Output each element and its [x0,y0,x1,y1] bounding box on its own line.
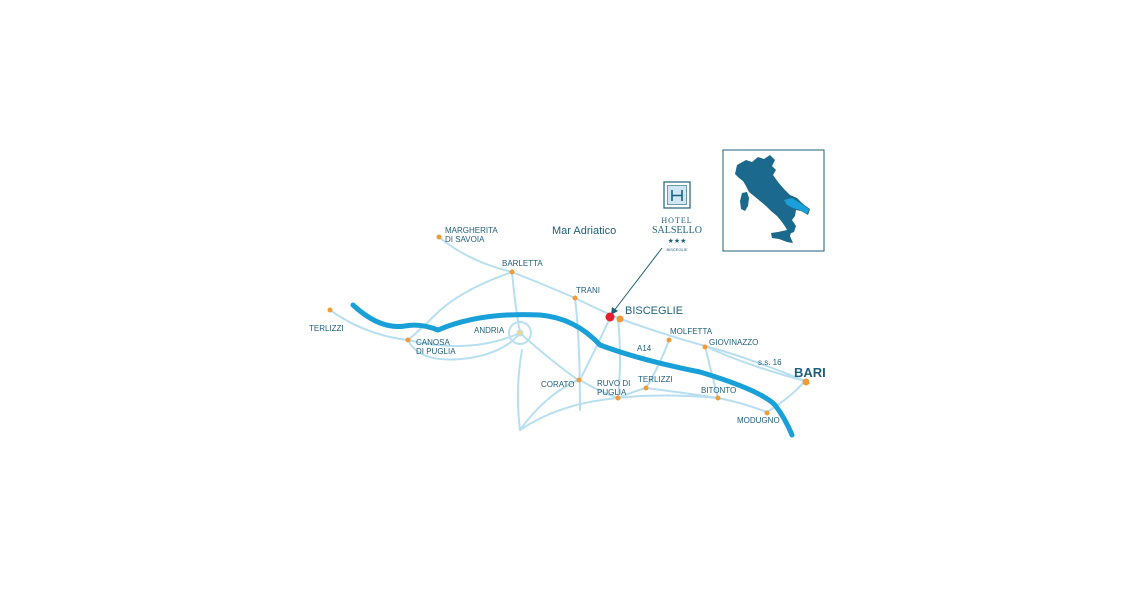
road-andria-ring [507,321,532,345]
dot-corato [576,377,582,383]
hotel-h-logo-icon [663,181,691,209]
road-bari-modugno [766,380,806,413]
road-andria-corato [519,332,579,381]
road-modugno-bitonto [717,397,768,413]
label-bitonto: BITONTO [701,386,736,395]
dot-bisceglie [616,315,624,323]
label-margherita-2: DI SAVOIA [445,235,485,244]
road-barletta-andria [511,271,521,334]
road-corato-ruvo [579,379,619,399]
label-trani: TRANI [576,286,600,295]
label-terlizzi: TERLIZZI [638,375,673,384]
dot-barletta [509,269,515,275]
label-canosa-2: DI PUGLIA [416,347,456,356]
road-terlizzi-bitonto [645,387,719,399]
hotel-tagline: BISCEGLIE [666,247,687,252]
dot-molfetta [666,337,672,343]
label-corato: CORATO [541,380,574,389]
road-south-loop [516,349,523,431]
hotel-name-line2: SALSELLO [652,225,702,236]
dot-giovinazzo [702,344,708,350]
arrow-pointer-icon [611,247,663,315]
road-west-terlizzi [329,309,409,341]
hotel-name-line1: HOTEL [661,216,692,225]
road-barletta-trani [511,271,576,299]
secondary-roads [329,237,806,431]
hotel-stars: ★★★ [668,237,687,245]
sea-label: Mar Adriatico [552,225,616,237]
dot-ruvo [615,395,621,401]
label-margherita-1: MARGHERITA [445,226,498,235]
label-a14: A14 [637,344,652,353]
road-canosa-loop [407,332,521,361]
road-trani-corato [574,297,581,411]
dot-modugno [764,410,770,416]
label-ruvo-2: PUGLIA [597,388,627,397]
sicily-shape [771,229,793,243]
dot-margherita [436,234,442,240]
label-ss16: s.s. 16 [758,358,782,367]
label-modugno: MODUGNO [737,416,780,425]
label-giovinazzo: GIOVINAZZO [709,338,758,347]
motorway-a14 [350,302,795,438]
label-canosa-1: CANOSA [416,338,450,347]
dot-bari [802,378,810,386]
hotel-location-dot [605,312,615,322]
italy-map-icon [735,155,810,234]
road-ss16-inner [704,345,806,382]
hotel-logo: HOTEL SALSELLO ★★★ BISCEGLIE [652,181,702,252]
dot-canosa [405,337,411,343]
dot-terlizzi-west [327,307,333,313]
italy-inset [722,149,825,252]
road-bisceglie-ruvo [617,317,621,399]
road-margherita-barletta [439,237,513,273]
label-bari: BARI [794,365,826,380]
dot-terlizzi [643,385,649,391]
label-ruvo-1: RUVO DI [597,379,630,388]
dot-trani [572,295,578,301]
road-corato-south [519,379,579,431]
label-barletta: BARLETTA [502,259,543,268]
road-bisceglie-corato [579,317,611,381]
road-bitonto-ruvo-south [519,394,719,431]
town-dots [327,234,810,416]
dot-bitonto [715,395,721,401]
label-terlizzi-west: TERLIZZI [309,324,344,333]
puglia-highlight [784,198,809,214]
dot-andria [516,329,524,337]
label-molfetta: MOLFETTA [670,327,713,336]
sardinia-shape [740,192,749,211]
road-barletta-canosa [407,271,513,341]
label-andria: ANDRIA [474,326,505,335]
road-andria-canosa [407,332,521,348]
label-bisceglie: BISCEGLIE [625,305,683,317]
